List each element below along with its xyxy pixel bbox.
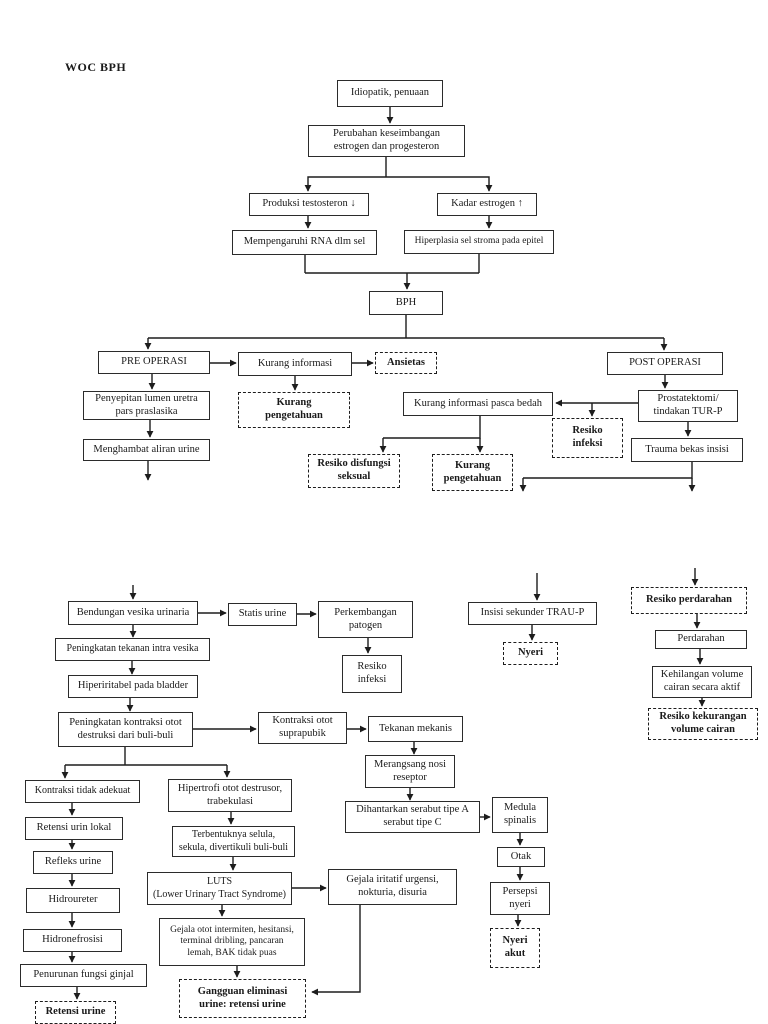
box-trauma-bekas-insisi: Trauma bekas insisi [631,438,743,462]
box-statis-urine: Statis urine [228,603,297,626]
box-gejala-iritatif: Gejala iritatif urgensi, nokturia, disur… [328,869,457,905]
box-merangsang-nosi: Merangsang nosi reseptor [365,755,455,788]
box-produksi-testosteron: Produksi testosteron ↓ [249,193,369,216]
box-perkembangan-patogen: Perkembangan patogen [318,601,413,638]
box-medula-spinalis: Medula spinalis [492,797,548,833]
box-resiko-disfungsi-seksual: Resiko disfungsi seksual [308,454,400,488]
connector-2 [304,176,386,192]
box-post-operasi: POST OPERASI [607,352,723,375]
box-peningkatan-tekanan: Peningkatan tekanan intra vesika [55,638,210,661]
box-luts: LUTS (Lower Urinary Tract Syndrome) [147,872,292,905]
box-prostatektomi: Prostatektomi/ tindakan TUR-P [638,390,738,422]
box-bph: BPH [369,291,443,315]
box-hidroureter: Hidroureter [26,888,120,913]
connector-62 [311,905,361,996]
box-penurunan-fungsi-ginjal: Penurunan fungsi ginjal [20,964,147,987]
box-resiko-kekurangan-volume: Resiko kekurangan volume cairan [648,708,758,740]
box-menghambat-aliran: Menghambat aliran urine [83,439,210,461]
box-nyeri-akut: Nyeri akut [490,928,540,968]
box-bendungan-vesika: Bendungan vesika urinaria [68,601,198,625]
box-tekanan-mekanis: Tekanan mekanis [368,716,463,742]
box-resiko-infeksi-1: Resiko infeksi [552,418,623,458]
box-resiko-perdarahan: Resiko perdarahan [631,587,747,614]
box-dihantarkan-serabut: Dihantarkan serabut tipe A serabut tipe … [345,801,480,833]
box-idiopatik-penuaan: Idiopatik, penuaan [337,80,443,107]
box-gangguan-eliminasi: Gangguan eliminasi urine: retensi urine [179,979,306,1018]
box-peningkatan-kontraksi: Peningkatan kontraksi otot destruksi dar… [58,712,193,747]
box-resiko-infeksi-2: Resiko infeksi [342,655,402,693]
box-nyeri: Nyeri [503,642,558,665]
box-hipertrofi-otot: Hipertrofi otot destrusor, trabekulasi [168,779,292,812]
box-insisi-sekunder: Insisi sekunder TRAU-P [468,602,597,625]
box-perubahan-keseimbangan: Perubahan keseimbangan estrogen dan prog… [308,125,465,157]
box-penyepitan-lumen: Penyepitan lumen uretra pars praslasika [83,391,210,420]
connector-3 [386,176,493,192]
box-retensi-urin-lokal: Retensi urin lokal [25,817,123,840]
box-otak: Otak [497,847,545,867]
box-terbentuknya-selula: Terbentuknya selula, sekula, divertikuli… [172,826,295,857]
box-kurang-pengetahuan-1: Kurang pengetahuan [238,392,350,428]
box-hidronefrosisi: Hidronefrosisi [23,929,122,952]
page-title: WOC BPH [65,60,127,74]
box-kehilangan-volume: Kehilangan volume cairan secara aktif [652,666,752,698]
box-persepsi-nyeri: Persepsi nyeri [490,882,550,915]
box-kontraksi-otot-suprapubik: Kontraksi otot suprapubik [258,712,347,744]
box-kadar-estrogen: Kadar estrogen ↑ [437,193,537,216]
box-hiperiritabel-bladder: Hiperiritabel pada bladder [68,675,198,698]
box-kurang-informasi-pasca: Kurang informasi pasca bedah [403,392,553,416]
box-gejala-otot: Gejala otot intermiten, hesitansi, termi… [159,918,305,966]
box-kontraksi-tidak-adekuat: Kontraksi tidak adekuat [25,780,140,803]
box-ansietas: Ansietas [375,352,437,374]
box-retensi-urine: Retensi urine [35,1001,116,1024]
box-perdarahan: Perdarahan [655,630,747,649]
connector-27 [523,462,693,479]
box-refleks-urine: Refleks urine [33,851,113,874]
box-kurang-pengetahuan-2: Kurang pengetahuan [432,454,513,491]
box-hiperplasia-sel: Hiperplasia sel stroma pada epitel [404,230,554,254]
connector-24 [383,416,481,439]
box-kurang-informasi: Kurang informasi [238,352,352,376]
box-mempengaruhi-rna: Mempengaruhi RNA dlm sel [232,230,377,255]
box-pre-operasi: PRE OPERASI [98,351,210,374]
